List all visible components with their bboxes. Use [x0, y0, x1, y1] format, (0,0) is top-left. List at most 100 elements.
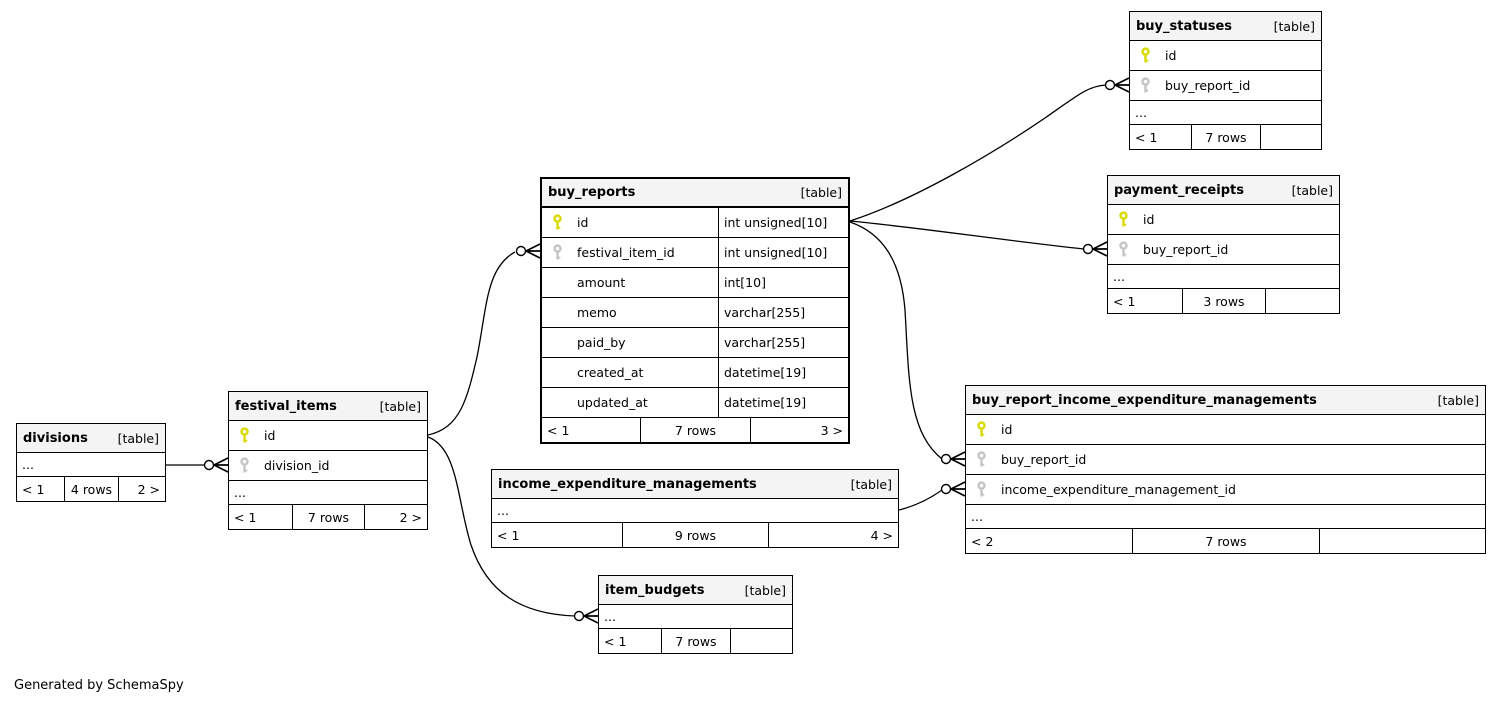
- zero-or-more-circle-marker: [940, 453, 952, 465]
- primary-key-icon: [1140, 46, 1152, 65]
- column-name: id: [264, 428, 276, 443]
- column-row-id: id: [1130, 41, 1321, 71]
- footer-row-count: 7 rows: [292, 505, 363, 529]
- crowfoot-many-marker: [213, 457, 229, 473]
- footer-row-count: 4 rows: [64, 477, 117, 501]
- column-name: festival_item_id: [577, 245, 675, 260]
- table-header: item_budgets[table]: [599, 576, 792, 605]
- footer-parents-count: < 1: [1113, 293, 1136, 309]
- zero-or-more-circle-marker: [515, 245, 527, 257]
- table-header: buy_report_income_expenditure_management…: [966, 386, 1485, 415]
- table-header: festival_items[table]: [229, 392, 427, 421]
- table-type-tag: [table]: [850, 476, 892, 492]
- column-row-id: id: [966, 415, 1485, 445]
- column-type: varchar[255]: [718, 328, 848, 357]
- table-node-buy_report_income_expenditure_managements[interactable]: buy_report_income_expenditure_management…: [965, 385, 1486, 554]
- footer-children-count: 2 >: [117, 477, 165, 501]
- column-row-buy_report_id: buy_report_id: [1130, 71, 1321, 101]
- foreign-key-icon: [976, 450, 988, 469]
- foreign-key-icon: [552, 243, 564, 262]
- foreign-key-icon: [239, 456, 251, 475]
- column-name: updated_at: [577, 395, 648, 410]
- column-row-paid_by: paid_by varchar[255]: [542, 328, 848, 358]
- table-type-tag: [table]: [1273, 18, 1315, 34]
- footer-children-count: 2 >: [363, 505, 427, 529]
- table-title[interactable]: festival_items: [235, 398, 337, 414]
- column-name: memo: [577, 305, 617, 320]
- table-header: income_expenditure_managements [table]: [492, 470, 898, 499]
- hidden-columns-ellipsis: ...: [599, 605, 792, 629]
- relationship-edge-0: [849, 77, 1130, 222]
- zero-or-more-circle-marker: [573, 610, 585, 622]
- crowfoot-many-marker: [525, 243, 541, 259]
- zero-or-more-circle-marker: [940, 483, 952, 495]
- relationship-edge-4: [427, 243, 541, 436]
- zero-or-more-circle-marker: [1104, 79, 1116, 91]
- hidden-columns-ellipsis: ...: [1130, 101, 1321, 125]
- zero-or-more-circle-marker: [1082, 243, 1094, 255]
- footer-parents-count: < 1: [22, 481, 45, 497]
- column-type: int unsigned[10]: [718, 238, 848, 267]
- foreign-key-icon: [1140, 76, 1152, 95]
- column-row-festival_item_id: festival_item_id int unsigned[10]: [542, 238, 848, 268]
- footer-children-count: 4 >: [768, 523, 898, 547]
- column-type: datetime[19]: [718, 388, 848, 417]
- table-type-tag: [table]: [800, 185, 842, 200]
- footer-children-count: [730, 629, 792, 653]
- hidden-columns-ellipsis: ...: [966, 505, 1485, 529]
- table-type-tag: [table]: [117, 430, 159, 446]
- column-name: id: [1165, 48, 1177, 63]
- column-type: int[10]: [718, 268, 848, 297]
- footer-parents-count: < 2: [971, 533, 994, 549]
- table-title[interactable]: item_budgets: [605, 582, 705, 598]
- table-header: payment_receipts [table]: [1108, 176, 1339, 205]
- footer-parents-count: < 1: [234, 509, 257, 525]
- crowfoot-many-marker: [1114, 77, 1130, 93]
- table-title[interactable]: buy_report_income_expenditure_management…: [972, 392, 1317, 408]
- column-type: varchar[255]: [718, 298, 848, 327]
- column-name: buy_report_id: [1001, 452, 1087, 467]
- table-node-income_expenditure_managements[interactable]: income_expenditure_managements [table]...…: [491, 469, 899, 548]
- table-title[interactable]: buy_statuses: [1136, 18, 1233, 34]
- footer-parents-count: < 1: [1135, 129, 1158, 145]
- crowfoot-many-marker: [950, 451, 966, 467]
- table-title[interactable]: payment_receipts: [1114, 182, 1244, 198]
- zero-or-more-circle-marker: [203, 459, 215, 471]
- hidden-columns-ellipsis: ...: [492, 499, 898, 523]
- column-row-buy_report_id: buy_report_id: [966, 445, 1485, 475]
- relationship-edge-3: [898, 481, 966, 511]
- footer-row-count: 7 rows: [660, 629, 730, 653]
- column-name: paid_by: [577, 335, 626, 350]
- relationship-edge-1: [849, 220, 1108, 257]
- table-type-tag: [table]: [1291, 182, 1333, 198]
- footer-children-count: [1265, 289, 1339, 313]
- column-row-updated_at: updated_at datetime[19]: [542, 388, 848, 418]
- footer-parents-count: < 1: [547, 422, 570, 438]
- foreign-key-icon: [976, 480, 988, 499]
- column-name: buy_report_id: [1165, 78, 1251, 93]
- footer-row-count: 9 rows: [621, 523, 768, 547]
- column-name: id: [1001, 422, 1013, 437]
- table-title[interactable]: buy_reports: [548, 185, 636, 200]
- table-title[interactable]: income_expenditure_managements: [498, 476, 757, 492]
- primary-key-icon: [976, 420, 988, 439]
- table-header: divisions [table]: [17, 424, 165, 453]
- table-title[interactable]: divisions: [23, 430, 88, 446]
- primary-key-icon: [552, 213, 564, 232]
- hidden-columns-ellipsis: ...: [1108, 265, 1339, 289]
